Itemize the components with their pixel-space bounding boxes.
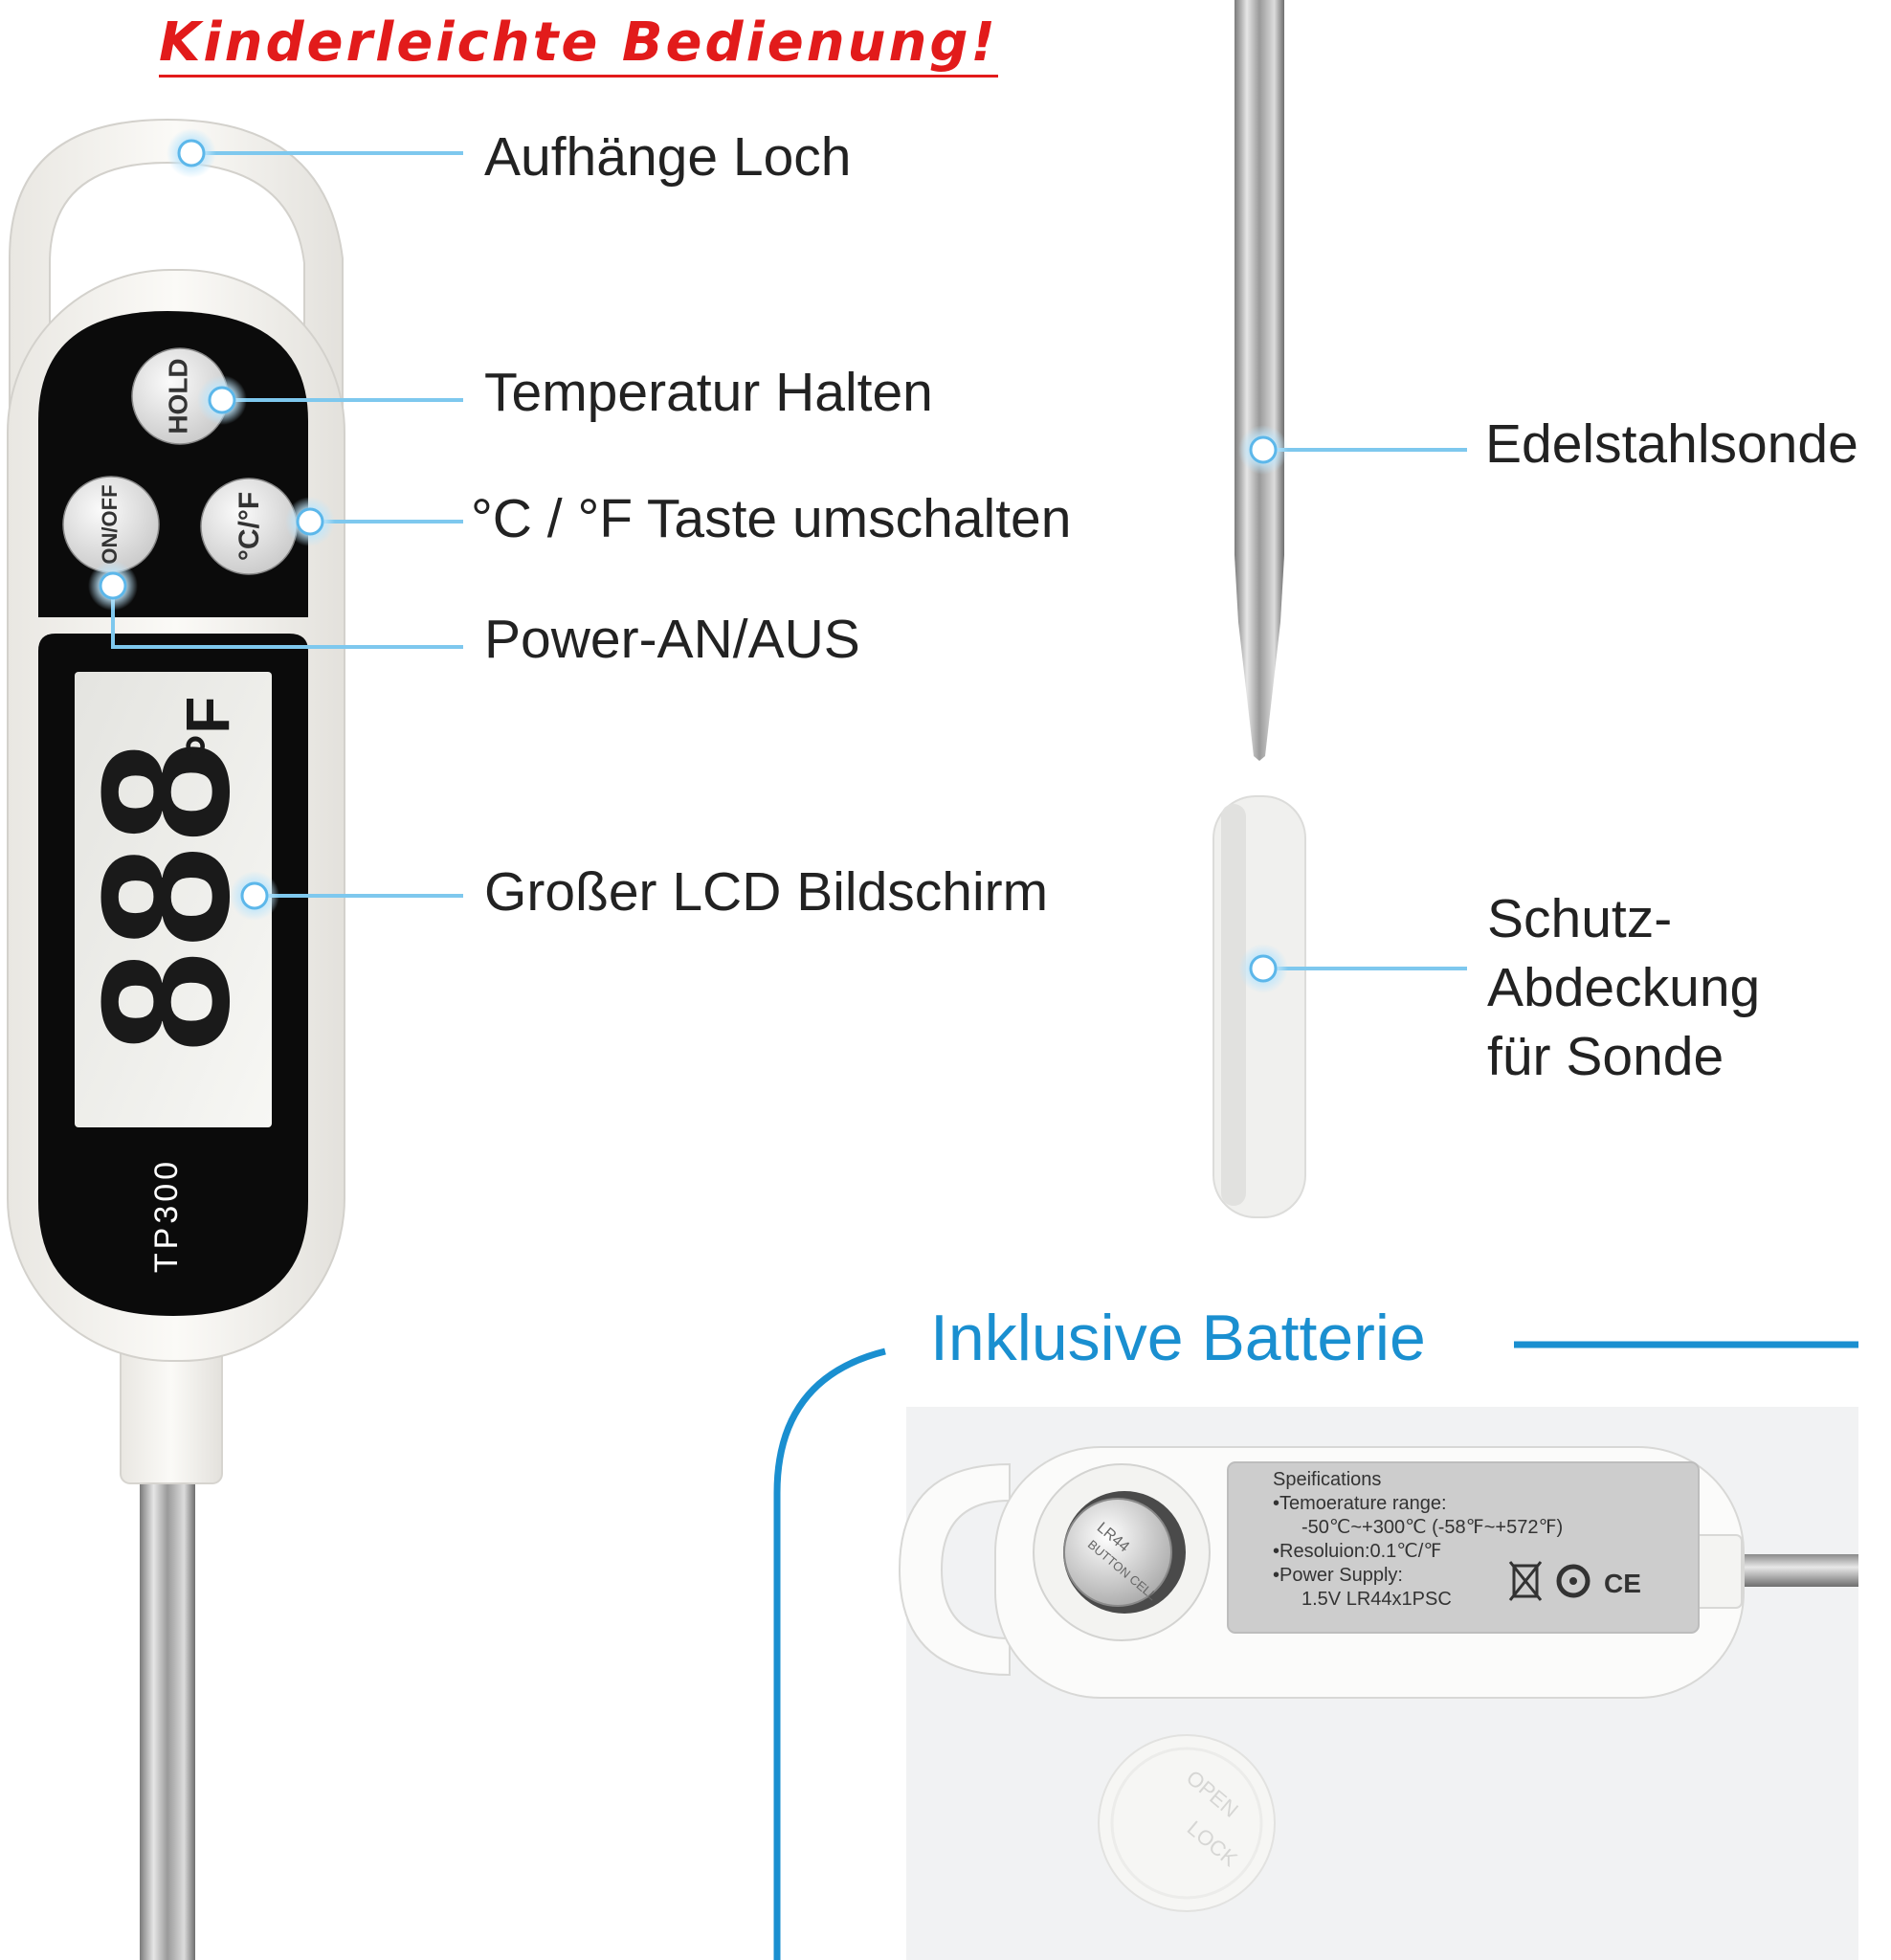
- svg-text:ON/OFF: ON/OFF: [98, 484, 122, 564]
- ce-mark-icon: CE: [1604, 1569, 1641, 1598]
- svg-text:HOLD: HOLD: [163, 358, 192, 434]
- button-cell-battery: [1063, 1498, 1172, 1607]
- callout-dots: [88, 128, 1288, 993]
- label-hold-temperature: Temperatur Halten: [484, 362, 933, 423]
- svg-text:°C/°F: °C/°F: [234, 492, 265, 561]
- label-probe-cover-1: Schutz-: [1487, 888, 1673, 949]
- spec-plate: [1227, 1461, 1700, 1634]
- battery-cap: [1098, 1734, 1276, 1912]
- label-power: Power-AN/AUS: [484, 609, 860, 670]
- label-probe-cover-2: Abdeckung: [1487, 957, 1761, 1018]
- unit-toggle-button[interactable]: °C/°F: [200, 478, 298, 575]
- svg-text:1.5V LR44x1PSC: 1.5V LR44x1PSC: [1301, 1589, 1452, 1610]
- svg-text:-50℃~+300℃ (-58℉~+572℉): -50℃~+300℃ (-58℉~+572℉): [1301, 1517, 1563, 1538]
- battery-hanger: [898, 1462, 1011, 1677]
- power-button[interactable]: ON/OFF: [62, 476, 160, 573]
- battery-frame-left: [773, 1348, 886, 1960]
- label-unit-toggle: °C / °F Taste umschalten: [471, 488, 1072, 549]
- hold-button[interactable]: HOLD: [131, 347, 229, 445]
- label-probe-cover-3: für Sonde: [1487, 1026, 1724, 1087]
- label-lcd-screen: Großer LCD Bildschirm: [484, 861, 1049, 923]
- recycle-icon: [1556, 1564, 1591, 1598]
- svg-text:•Temoerature range:: •Temoerature range:: [1273, 1493, 1447, 1514]
- svg-text:•Resoluion:0.1℃/℉: •Resoluion:0.1℃/℉: [1273, 1541, 1441, 1562]
- label-hanging-hole: Aufhänge Loch: [484, 126, 852, 188]
- svg-text:•Power Supply:: •Power Supply:: [1273, 1565, 1403, 1586]
- stainless-probe: [1235, 0, 1284, 761]
- label-stainless-probe: Edelstahlsonde: [1485, 413, 1858, 475]
- headline: Kinderleichte Bedienung!: [159, 13, 998, 78]
- weee-bin-icon: [1508, 1561, 1543, 1601]
- battery-title: Inklusive Batterie: [930, 1302, 1426, 1374]
- model-label: TP300: [148, 1158, 185, 1273]
- lcd-screen: [75, 672, 272, 1127]
- spec-text: Speifications •Temoerature range: -50℃~+…: [1273, 1469, 1563, 1610]
- certification-icons: CE: [1508, 1561, 1641, 1601]
- probe-shaft: [140, 1474, 195, 1960]
- svg-text:Speifications: Speifications: [1273, 1469, 1381, 1490]
- lcd-unit: °F: [173, 697, 242, 759]
